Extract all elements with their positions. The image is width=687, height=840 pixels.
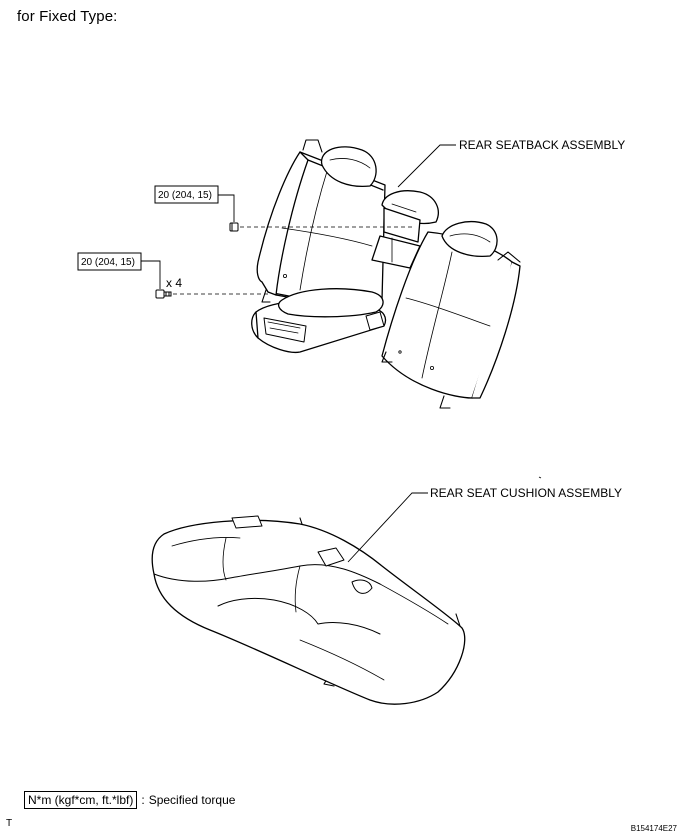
torque-legend: N*m (kgf*cm, ft.*lbf) : Specified torque	[24, 791, 235, 809]
nut-torque-value: 20 (204, 15)	[158, 190, 212, 201]
bolt-quantity: x 4	[166, 276, 182, 290]
cushion-leader-line	[347, 492, 428, 563]
installation-guide-lines	[173, 226, 414, 295]
bolt-torque-value: 20 (204, 15)	[81, 257, 135, 268]
page-heading: for Fixed Type:	[17, 8, 118, 25]
cushion-label: REAR SEAT CUSHION ASSEMBLY	[430, 486, 622, 500]
torque-unit-box: N*m (kgf*cm, ft.*lbf)	[24, 791, 138, 809]
figure-id: B154174E27	[630, 824, 677, 833]
corner-mark: T	[6, 818, 13, 829]
nut-torque-callout: 20 (204, 15)	[154, 185, 235, 222]
fastener-bolt-icon	[155, 289, 172, 299]
bolt-torque-callout: 20 (204, 15) x 4	[77, 252, 182, 290]
legend-description: Specified torque	[148, 793, 236, 807]
fastener-nut-icon	[229, 222, 239, 232]
stray-mark	[538, 476, 542, 479]
rear-seatback-illustration	[251, 139, 521, 409]
rear-seat-cushion-illustration	[151, 515, 466, 705]
legend-separator: :	[141, 793, 145, 807]
seatback-leader-line	[397, 144, 456, 188]
seatback-label: REAR SEATBACK ASSEMBLY	[459, 138, 625, 152]
